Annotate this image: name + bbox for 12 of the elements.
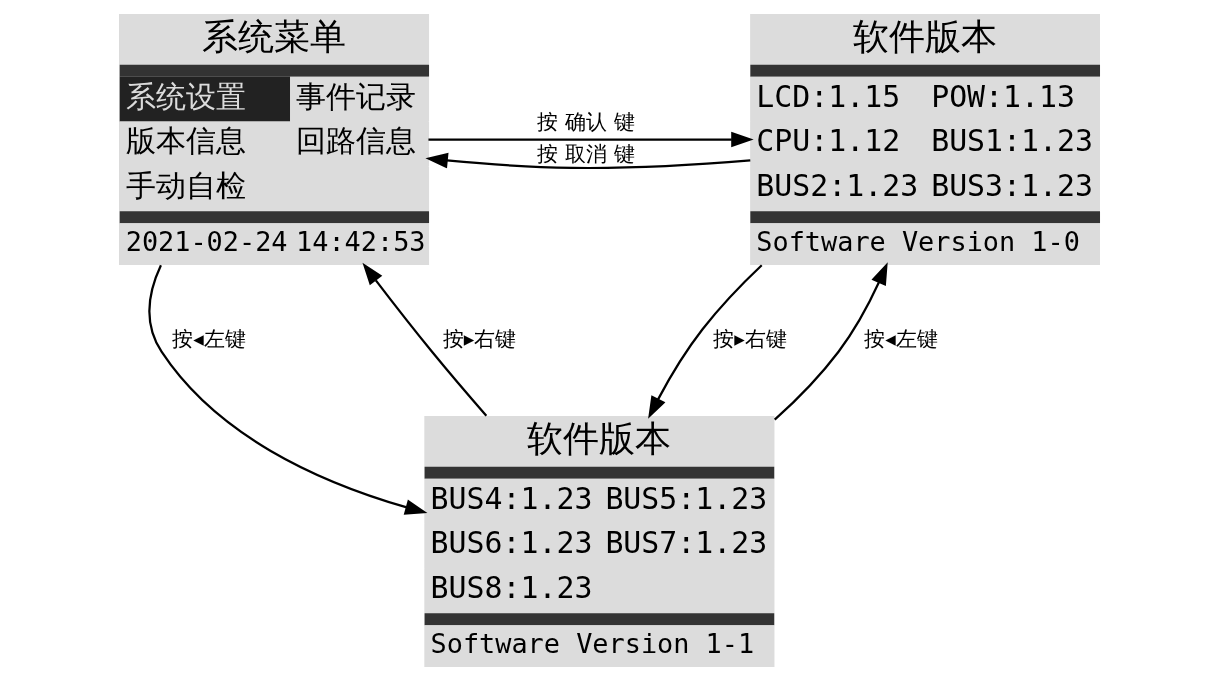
arrow <box>647 264 762 419</box>
arrow <box>147 264 427 515</box>
arrow <box>773 262 888 421</box>
arrow <box>424 152 750 170</box>
edge-label: 按 取消 键 <box>536 141 635 166</box>
edge-label: 按◂左键 <box>171 327 246 352</box>
edge-label: 按 确认 键 <box>536 110 635 135</box>
arrow <box>427 131 754 148</box>
edge-label: 按▸右键 <box>712 327 787 352</box>
edge-label: 按▸右键 <box>442 327 516 352</box>
arrow <box>362 262 487 417</box>
edge-label: 按◂左键 <box>863 327 938 352</box>
